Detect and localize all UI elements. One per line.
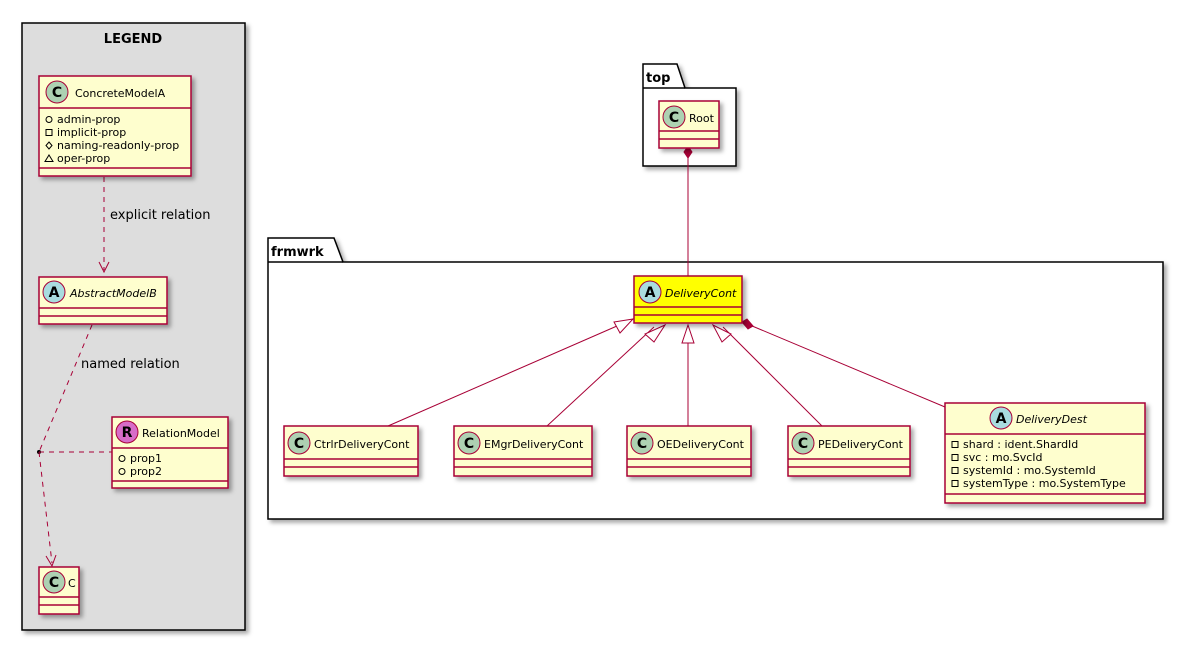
class-ctrlr-delivery-cont: C CtrlrDeliveryCont	[283, 425, 419, 477]
class-name: OEDeliveryCont	[657, 438, 745, 451]
class-attribute: prop1	[130, 452, 162, 465]
class-attribute: systemType : mo.SystemType	[963, 477, 1126, 490]
legend-edges: explicit relation named relation	[37, 177, 210, 568]
composition-deliverydest	[744, 322, 946, 408]
class-stereotype-letter: A	[49, 285, 60, 301]
class-c-icon	[630, 431, 654, 455]
relation-heads	[613, 145, 754, 344]
class-stereotype-letter: R	[122, 425, 133, 441]
class-delivery-cont: A DeliveryCont	[633, 275, 743, 324]
class-c-icon	[42, 570, 66, 594]
legend-concrete-model-a: C ConcreteModelA admin-propimplicit-prop…	[38, 75, 192, 177]
class-stereotype-letter: C	[798, 436, 808, 452]
relation-to-c-arrowhead	[45, 554, 57, 568]
composition-diamond-root	[683, 145, 693, 159]
class-name: DeliveryDest	[1016, 413, 1088, 426]
legend-c-class: C C	[38, 566, 80, 615]
class-emgr-delivery-cont: C EMgrDeliveryCont	[453, 425, 593, 477]
legend-title: LEGEND	[104, 32, 163, 47]
class-c-icon	[45, 80, 69, 104]
class-stereotype-letter: C	[669, 110, 679, 126]
named-relation-edge	[38, 324, 93, 453]
class-stereotype-letter: C	[464, 436, 474, 452]
class-stereotype-letter: A	[645, 285, 656, 301]
composition-diamond-deliverydest	[741, 318, 754, 330]
class-name: AbstractModelB	[69, 287, 157, 300]
public-visibility-icon	[118, 455, 126, 462]
explicit-relation-label: explicit relation	[110, 208, 210, 223]
inheritance-triangle-pe	[711, 323, 732, 343]
protected-visibility-icon	[45, 141, 53, 150]
package-name: frmwrk	[271, 245, 324, 260]
inheritance-triangle-ctrlr	[613, 318, 635, 334]
inheritance-pe	[722, 326, 823, 427]
class-name: Root	[689, 112, 715, 125]
class-c-icon	[287, 431, 311, 455]
class-stereotype-letter: C	[637, 436, 647, 452]
class-attribute: implicit-prop	[57, 126, 126, 139]
class-c-icon	[791, 431, 815, 455]
class-stereotype-letter: C	[49, 575, 59, 591]
package-visibility-icon	[44, 154, 54, 162]
class-attribute: systemId : mo.SystemId	[963, 464, 1096, 477]
legend-abstract-model-b: A AbstractModelB	[38, 276, 168, 325]
class-attribute: svc : mo.SvcId	[963, 451, 1043, 464]
public-visibility-icon	[118, 468, 126, 475]
class-stereotype-letter: C	[294, 436, 304, 452]
class-root: C Root	[658, 100, 720, 149]
public-visibility-icon	[45, 116, 53, 123]
inheritance-ctrlr	[387, 318, 634, 427]
class-name: ConcreteModelA	[75, 87, 166, 100]
class-attribute: shard : ident.ShardId	[963, 438, 1078, 451]
relations	[387, 158, 946, 427]
class-name: DeliveryCont	[665, 287, 737, 300]
relation-to-c-edge	[38, 451, 53, 564]
class-attribute: admin-prop	[57, 113, 120, 126]
inheritance-emgr	[546, 326, 655, 427]
class-oe-delivery-cont: C OEDeliveryCont	[626, 425, 752, 477]
class-c-icon	[662, 105, 686, 129]
private-visibility-icon	[951, 467, 959, 474]
class-c-icon	[457, 431, 481, 455]
class-attribute: prop2	[130, 465, 162, 478]
class-attribute: naming-readonly-prop	[57, 139, 179, 152]
class-name: C	[68, 577, 76, 590]
private-visibility-icon	[951, 480, 959, 487]
class-pe-delivery-cont: C PEDeliveryCont	[787, 425, 911, 477]
class-attribute: oper-prop	[57, 152, 110, 165]
class-name: EMgrDeliveryCont	[484, 438, 584, 451]
package-name: top	[646, 71, 670, 86]
inheritance-triangle-oe	[681, 323, 695, 344]
named-relation-label: named relation	[81, 357, 180, 372]
class-name: CtrlrDeliveryCont	[314, 438, 410, 451]
explicit-relation-arrowhead	[98, 261, 110, 274]
private-visibility-icon	[45, 129, 53, 136]
private-visibility-icon	[951, 441, 959, 448]
class-r-icon	[115, 420, 139, 444]
class-name: PEDeliveryCont	[818, 438, 904, 451]
private-visibility-icon	[951, 454, 959, 461]
class-a-icon	[638, 280, 662, 304]
class-a-icon	[989, 406, 1013, 430]
inheritance-triangle-emgr	[644, 323, 667, 343]
class-delivery-dest: A DeliveryDest shard : ident.ShardIdsvc …	[944, 402, 1146, 504]
class-name: RelationModel	[142, 427, 220, 440]
class-stereotype-letter: C	[52, 85, 62, 101]
class-a-icon	[42, 280, 66, 304]
class-stereotype-letter: A	[996, 411, 1007, 427]
